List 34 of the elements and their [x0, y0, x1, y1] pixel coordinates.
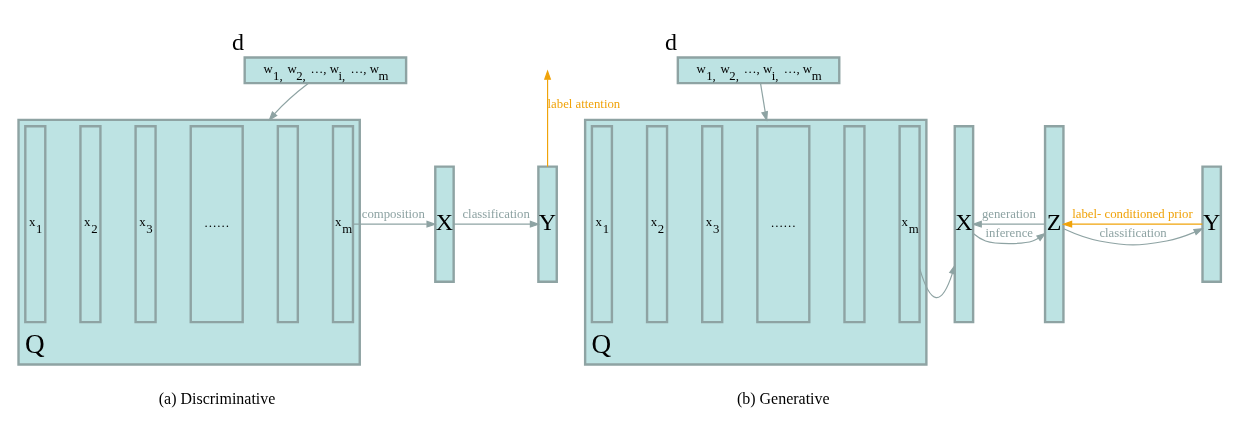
edge-label: label attention — [547, 96, 621, 111]
arrow — [919, 263, 956, 299]
cluster — [583, 118, 928, 366]
node-box: Z — [1043, 125, 1065, 324]
node-label: d — [665, 29, 678, 56]
node-box: X — [953, 125, 975, 324]
label: (a) Discriminative — [158, 390, 276, 408]
node-box — [276, 125, 300, 324]
arrow — [352, 220, 437, 228]
edge-label: label- conditioned prior — [1072, 206, 1193, 221]
node-box: …… — [756, 125, 811, 324]
arrow — [543, 69, 552, 168]
edge-label: composition — [361, 206, 425, 221]
node-label: Q — [24, 329, 45, 360]
edge-label: inference — [985, 225, 1034, 240]
node-box: …… — [189, 125, 244, 324]
arrow — [971, 220, 1046, 228]
edge-label: generation — [981, 206, 1036, 221]
cluster — [17, 118, 361, 366]
arrow — [268, 82, 310, 122]
node-label: Q — [591, 329, 612, 360]
edge-label: classification — [462, 206, 530, 221]
arrow — [1061, 220, 1203, 228]
arrow — [453, 220, 541, 228]
node-label: d — [231, 29, 244, 56]
node-box: Y — [1201, 165, 1223, 283]
arrow — [1063, 228, 1204, 246]
edge-label: classification — [1099, 225, 1167, 240]
arrow — [972, 232, 1047, 245]
node-box — [843, 125, 866, 324]
node-box: X — [434, 165, 455, 283]
label: (b) Generative — [736, 390, 830, 408]
node-box: Y — [537, 165, 558, 283]
arrow — [759, 82, 768, 122]
